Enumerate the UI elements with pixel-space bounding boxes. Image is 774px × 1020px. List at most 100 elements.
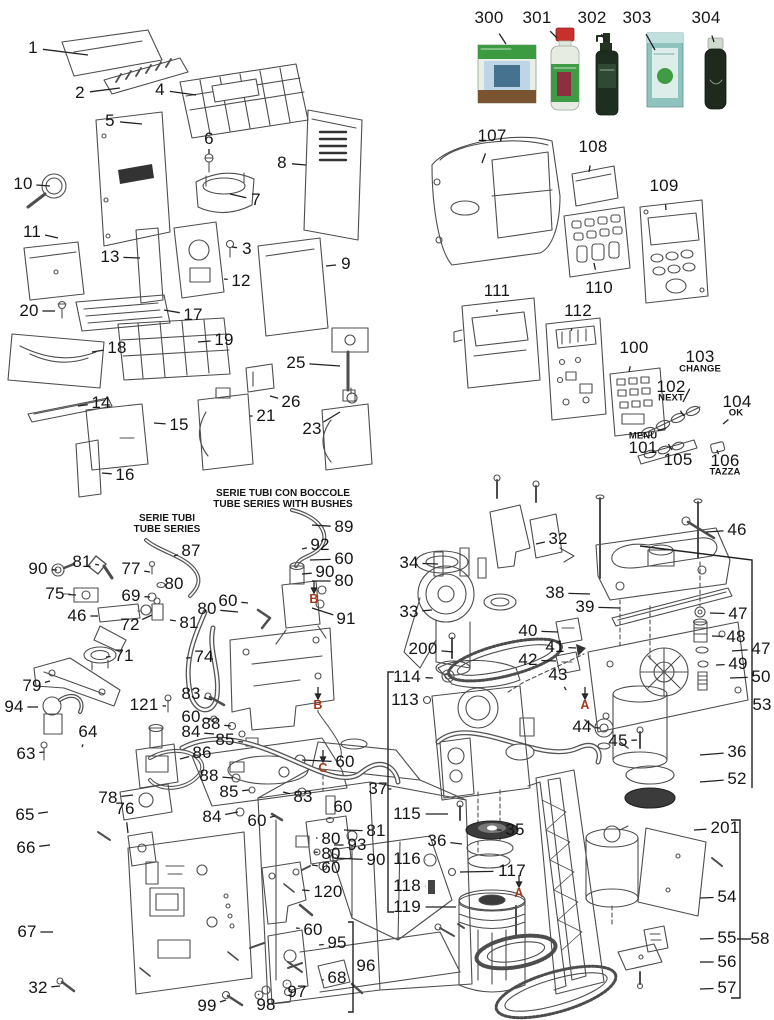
- part-label-15: 15: [169, 415, 189, 434]
- part-label-97: 97: [287, 982, 307, 1001]
- part-label-81: 81: [179, 613, 199, 632]
- part-label-18: 18: [107, 338, 127, 357]
- part-label-16: 16: [115, 465, 135, 484]
- part-label-1: 1: [28, 38, 38, 57]
- part-label-44: 44: [572, 717, 592, 736]
- part-label-105: 105: [663, 450, 693, 469]
- part-label-45: 45: [608, 731, 628, 750]
- part-label-85: 85: [215, 730, 235, 749]
- part-label-88: 88: [201, 714, 221, 733]
- part-label-65: 65: [15, 805, 35, 824]
- part-label-60: 60: [218, 591, 238, 610]
- part-label-34: 34: [399, 553, 419, 572]
- part-label-32: 32: [548, 529, 568, 548]
- part-label-63: 63: [16, 744, 36, 763]
- part-label-90: 90: [315, 562, 335, 581]
- part-label-74: 74: [194, 647, 214, 666]
- part-label-75: 75: [45, 584, 65, 603]
- part-label-304: 304: [691, 8, 721, 27]
- part-label-100: 100: [619, 338, 649, 357]
- part-label-menu: MENU: [628, 430, 658, 442]
- part-label-14: 14: [91, 393, 111, 412]
- part-label-118: 118: [393, 876, 421, 895]
- part-label-80: 80: [321, 844, 341, 863]
- part-label-next: NEXT: [658, 392, 684, 404]
- part-label-200: 200: [408, 639, 438, 658]
- part-label-56: 56: [717, 952, 737, 971]
- part-label-23: 23: [302, 419, 322, 438]
- part-label-3: 3: [242, 239, 252, 258]
- part-label-114: 114: [393, 667, 421, 686]
- part-label-25: 25: [286, 353, 306, 372]
- part-label-26: 26: [281, 392, 301, 411]
- part-label-109: 109: [649, 176, 679, 195]
- part-label-47: 47: [728, 604, 748, 623]
- part-label-80: 80: [321, 829, 341, 848]
- part-label-60: 60: [247, 811, 267, 830]
- part-label-94: 94: [4, 697, 24, 716]
- ref-letter-b: B: [313, 698, 323, 712]
- part-label-13: 13: [100, 247, 120, 266]
- part-label-60: 60: [321, 858, 341, 877]
- part-label-117: 117: [498, 861, 526, 880]
- part-label-84: 84: [181, 722, 201, 741]
- part-label-32: 32: [28, 978, 48, 997]
- part-label-39: 39: [575, 597, 595, 616]
- part-label-53: 53: [752, 695, 772, 714]
- part-label-99: 99: [197, 996, 217, 1015]
- part-label-54: 54: [717, 887, 737, 906]
- part-label-80: 80: [197, 599, 217, 618]
- part-label-68: 68: [327, 968, 347, 987]
- part-label-119: 119: [393, 897, 421, 916]
- part-label-78: 78: [98, 788, 118, 807]
- part-label-48: 48: [726, 627, 746, 646]
- part-label-6: 6: [204, 129, 214, 148]
- part-label-tazza: TAZZA: [709, 466, 741, 478]
- part-label-60: 60: [334, 549, 354, 568]
- part-label-76: 76: [115, 799, 135, 818]
- part-label-103: 103: [685, 347, 715, 366]
- part-label-5: 5: [105, 111, 115, 130]
- part-label-108: 108: [578, 137, 608, 156]
- part-label-46: 46: [67, 606, 87, 625]
- part-label-93: 93: [347, 835, 367, 854]
- part-label-69: 69: [121, 586, 141, 605]
- part-label-83: 83: [181, 684, 201, 703]
- part-label-120: 120: [313, 882, 343, 901]
- part-label-91: 91: [336, 609, 356, 628]
- part-label-ok: OK: [728, 407, 744, 419]
- part-label-81: 81: [366, 821, 386, 840]
- part-label-8: 8: [277, 153, 287, 172]
- part-label-106: 106: [710, 451, 740, 470]
- part-label-303: 303: [622, 8, 652, 27]
- part-label-87: 87: [181, 541, 201, 560]
- part-label-90: 90: [366, 850, 386, 869]
- part-label-86: 86: [192, 743, 212, 762]
- part-label-60: 60: [335, 752, 355, 771]
- part-label-81: 81: [72, 552, 92, 571]
- part-label-58: 58: [750, 929, 770, 948]
- part-label-19: 19: [214, 330, 234, 349]
- part-label-92: 92: [310, 535, 330, 554]
- part-label-71: 71: [114, 646, 134, 665]
- part-label-104: 104: [722, 392, 752, 411]
- part-label-57: 57: [717, 978, 737, 997]
- ref-letter-b: B: [309, 592, 319, 606]
- part-label-77: 77: [121, 559, 141, 578]
- part-label-98: 98: [256, 995, 276, 1014]
- part-label-95: 95: [327, 933, 347, 952]
- part-label-42: 42: [518, 650, 538, 669]
- part-label-115: 115: [393, 804, 421, 823]
- part-label-96: 96: [356, 956, 376, 975]
- part-label-301: 301: [522, 8, 552, 27]
- part-label-112: 112: [564, 301, 592, 320]
- part-label-46: 46: [727, 520, 747, 539]
- part-label-50: 50: [751, 667, 771, 686]
- ref-letter-a: A: [514, 886, 524, 900]
- part-label-85: 85: [219, 782, 239, 801]
- part-label-107: 107: [477, 126, 507, 145]
- part-label-89: 89: [334, 517, 354, 536]
